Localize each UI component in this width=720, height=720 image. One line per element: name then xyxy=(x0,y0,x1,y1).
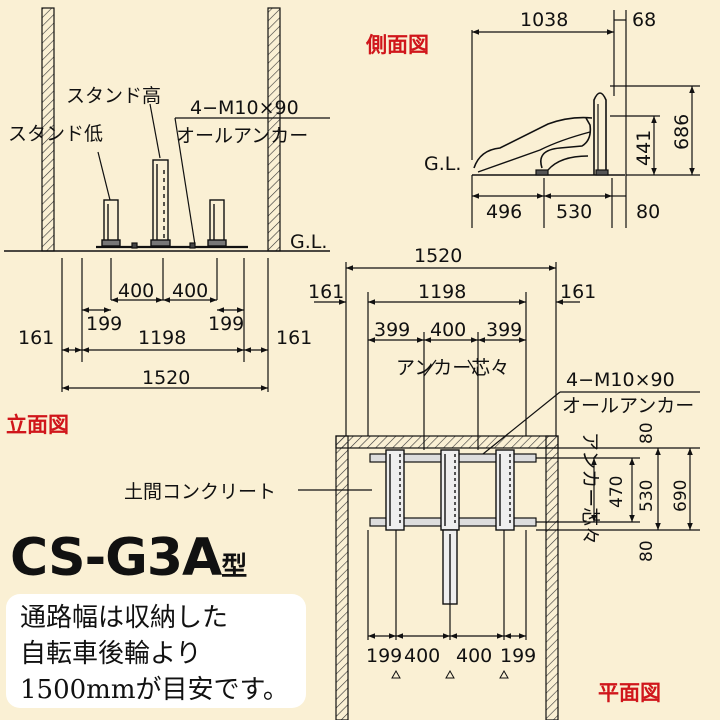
plan-marker-1 xyxy=(391,669,401,679)
plan-anchor-spec: 4−M10×90 xyxy=(566,369,675,391)
note-line-2: 自転車後輪より xyxy=(20,639,202,669)
plan-view xyxy=(298,262,700,720)
plan-dim-530: 530 xyxy=(637,480,657,512)
front-anchor-spec: 4−M10×90 xyxy=(190,97,299,119)
side-dim-686: 686 xyxy=(671,114,693,150)
plan-dim-1198: 1198 xyxy=(418,281,466,303)
plan-anchor-type: オールアンカー xyxy=(562,395,694,417)
plan-wall-top xyxy=(335,435,559,449)
plan-bottom-199a: 199 xyxy=(366,645,402,667)
side-dim-441: 441 xyxy=(633,130,655,166)
concrete-label: 土間コンクリート xyxy=(124,481,276,503)
front-dim-400a: 400 xyxy=(118,280,154,302)
plan-stand-1 xyxy=(385,449,405,531)
side-dim-80: 80 xyxy=(636,201,660,223)
side-dim-530: 530 xyxy=(556,201,592,223)
aisle-width-note: 通路幅は収納した 自転車後輪より 1500mmが目安です。 xyxy=(6,594,306,708)
plan-anchor-center-label: アンカー芯々 xyxy=(396,357,509,379)
front-anchor-type: オールアンカー xyxy=(176,125,308,147)
plan-dim-470: 470 xyxy=(607,476,627,508)
front-dim-1198: 1198 xyxy=(138,327,186,349)
plan-wall-right xyxy=(545,435,559,720)
plan-bottom-199b: 199 xyxy=(500,645,536,667)
plan-dim-1520: 1520 xyxy=(414,245,462,267)
note-line-1: 通路幅は収納した xyxy=(20,603,229,633)
side-seat xyxy=(540,117,592,169)
plan-dim-80b: 80 xyxy=(637,540,657,562)
plan-dim-399a: 399 xyxy=(374,319,410,341)
side-dim-68: 68 xyxy=(632,9,656,31)
stand-low-label: スタンド低 xyxy=(8,123,103,145)
plan-stand-2 xyxy=(440,449,460,605)
front-dim-400b: 400 xyxy=(172,280,208,302)
side-ramp xyxy=(473,116,593,169)
front-gl-label: G.L. xyxy=(290,231,327,253)
plan-dim-80a: 80 xyxy=(637,422,657,444)
plan-dim-399b: 399 xyxy=(486,319,522,341)
plan-wall-left xyxy=(335,435,349,720)
plan-anchor-center-vertical: アンカー芯々 xyxy=(579,432,601,545)
plan-marker-3 xyxy=(499,669,509,679)
side-dim-496: 496 xyxy=(486,201,522,223)
front-stand-left xyxy=(101,199,121,248)
plan-bottom-400a: 400 xyxy=(404,645,440,667)
front-dim-161a: 161 xyxy=(18,327,54,349)
model-name: CS-G3A型 xyxy=(10,528,247,588)
plan-dim-400: 400 xyxy=(430,319,466,341)
model-suffix: 型 xyxy=(221,552,248,582)
front-dim-1520: 1520 xyxy=(142,367,190,389)
plan-stand-3 xyxy=(495,449,515,531)
plan-bottom-400b: 400 xyxy=(456,645,492,667)
side-view-title: 側面図 xyxy=(365,33,429,57)
front-dim-161b: 161 xyxy=(276,327,312,349)
plan-dim-161a: 161 xyxy=(308,281,344,303)
front-dim-199b: 199 xyxy=(208,313,244,335)
plan-dim-161b: 161 xyxy=(560,281,596,303)
plan-marker-2 xyxy=(445,669,455,679)
front-view-title: 立面図 xyxy=(6,413,69,437)
side-gl-label: G.L. xyxy=(424,153,461,175)
side-rear-post xyxy=(593,92,607,175)
plan-view-title: 平面図 xyxy=(598,681,661,705)
plan-dim-690: 690 xyxy=(671,480,691,512)
side-dim-1038: 1038 xyxy=(520,9,568,31)
front-elevation xyxy=(4,7,330,392)
side-elevation xyxy=(471,10,700,228)
model-code: CS-G3A xyxy=(10,528,222,588)
stand-high-label: スタンド高 xyxy=(66,85,161,107)
front-dim-199a: 199 xyxy=(86,313,122,335)
note-line-3: 1500mmが目安です。 xyxy=(20,675,289,705)
front-stand-right xyxy=(207,199,227,248)
front-stand-center xyxy=(150,159,171,248)
